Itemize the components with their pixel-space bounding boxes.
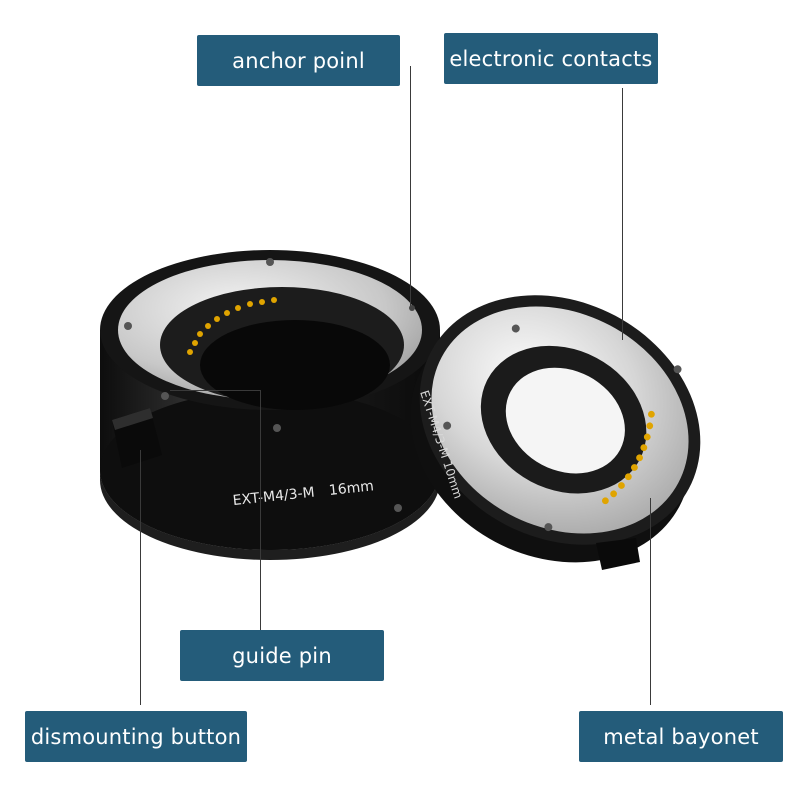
metal-bayonet-label: metal bayonet	[579, 711, 783, 762]
extension-tube-16mm: EXT-M4/3-M 16mm	[100, 250, 440, 560]
metal-bayonet-leader	[650, 498, 651, 705]
guide-pin-leader-horizontal	[170, 390, 260, 391]
electronic-contacts-label: electronic contacts	[444, 33, 658, 84]
dismounting-button-leader	[140, 450, 141, 705]
extension-tube-10mm	[410, 295, 701, 563]
anchor-point-label: anchor poinl	[197, 35, 400, 86]
guide-pin-leader-vertical	[260, 390, 261, 630]
electronic-contacts-leader	[622, 88, 623, 340]
anchor-point-leader	[410, 66, 411, 306]
guide-pin-label: guide pin	[180, 630, 384, 681]
dismounting-button-label: dismounting button	[25, 711, 247, 762]
